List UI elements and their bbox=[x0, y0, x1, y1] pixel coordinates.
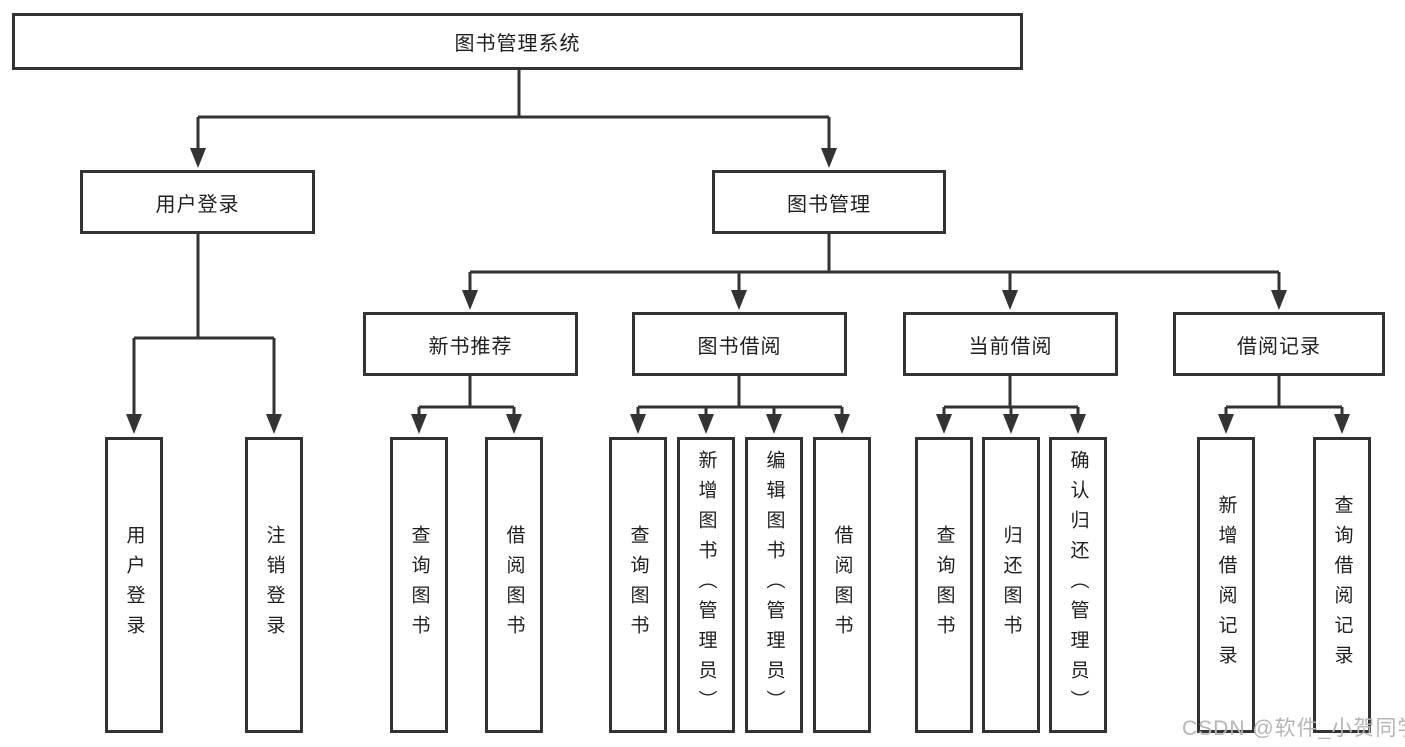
leaf-label: 归还图书 bbox=[1000, 525, 1022, 645]
leaf-confirm-return-admin: 确认归还（管理员） bbox=[1049, 437, 1107, 733]
leaf-add-borrow-record: 新增借阅记录 bbox=[1197, 437, 1255, 733]
leaf-label: 查询图书 bbox=[627, 525, 649, 645]
leaf-label: 借阅图书 bbox=[831, 525, 853, 645]
leaf-label: 用户登录 bbox=[123, 525, 145, 645]
leaf-query-books: 查询图书 bbox=[390, 437, 448, 733]
watermark: CSDN @软件_小贺同学 bbox=[1182, 717, 1405, 740]
node-label: 新书推荐 bbox=[428, 335, 513, 358]
leaf-borrow-books: 借阅图书 bbox=[485, 437, 543, 733]
leaf-label: 查询借阅记录 bbox=[1331, 495, 1353, 675]
node-book-management: 图书管理 bbox=[712, 170, 946, 234]
node-current-borrowing: 当前借阅 bbox=[903, 312, 1118, 376]
leaf-query-books: 查询图书 bbox=[609, 437, 667, 733]
node-new-book-recommendation: 新书推荐 bbox=[363, 312, 578, 376]
leaf-add-books-admin: 新增图书（管理员） bbox=[677, 437, 735, 733]
node-label: 用户登录 bbox=[155, 193, 240, 216]
arrowhead-icons bbox=[126, 148, 1350, 434]
leaf-label: 查询图书 bbox=[408, 525, 430, 645]
leaf-label: 编辑图书（管理员） bbox=[763, 450, 785, 720]
leaf-logout: 注销登录 bbox=[245, 437, 303, 733]
node-user-login: 用户登录 bbox=[80, 170, 315, 234]
leaf-label: 新增借阅记录 bbox=[1215, 495, 1237, 675]
leaf-query-borrow-record: 查询借阅记录 bbox=[1313, 437, 1371, 733]
leaf-return-books: 归还图书 bbox=[982, 437, 1040, 733]
node-label: 图书管理 bbox=[787, 193, 871, 216]
leaf-query-books: 查询图书 bbox=[915, 437, 973, 733]
node-book-borrowing: 图书借阅 bbox=[632, 312, 847, 376]
leaf-label: 确认归还（管理员） bbox=[1067, 450, 1089, 720]
leaf-connectors bbox=[132, 234, 1344, 417]
level2-connector bbox=[196, 70, 831, 150]
leaf-label: 注销登录 bbox=[263, 525, 285, 645]
level3-connector bbox=[468, 234, 1281, 292]
leaf-label: 新增图书（管理员） bbox=[695, 450, 717, 720]
leaf-borrow-books: 借阅图书 bbox=[813, 437, 871, 733]
leaf-edit-books-admin: 编辑图书（管理员） bbox=[745, 437, 803, 733]
leaf-label: 查询图书 bbox=[933, 525, 955, 645]
node-borrowing-records: 借阅记录 bbox=[1173, 312, 1385, 376]
node-label: 借阅记录 bbox=[1237, 335, 1321, 358]
node-label: 图书借阅 bbox=[697, 335, 782, 358]
node-library-system: 图书管理系统 bbox=[12, 13, 1023, 70]
node-label: 当前借阅 bbox=[968, 335, 1053, 358]
node-label: 图书管理系统 bbox=[454, 33, 581, 55]
leaf-user-login: 用户登录 bbox=[105, 437, 163, 733]
leaf-label: 借阅图书 bbox=[503, 525, 525, 645]
